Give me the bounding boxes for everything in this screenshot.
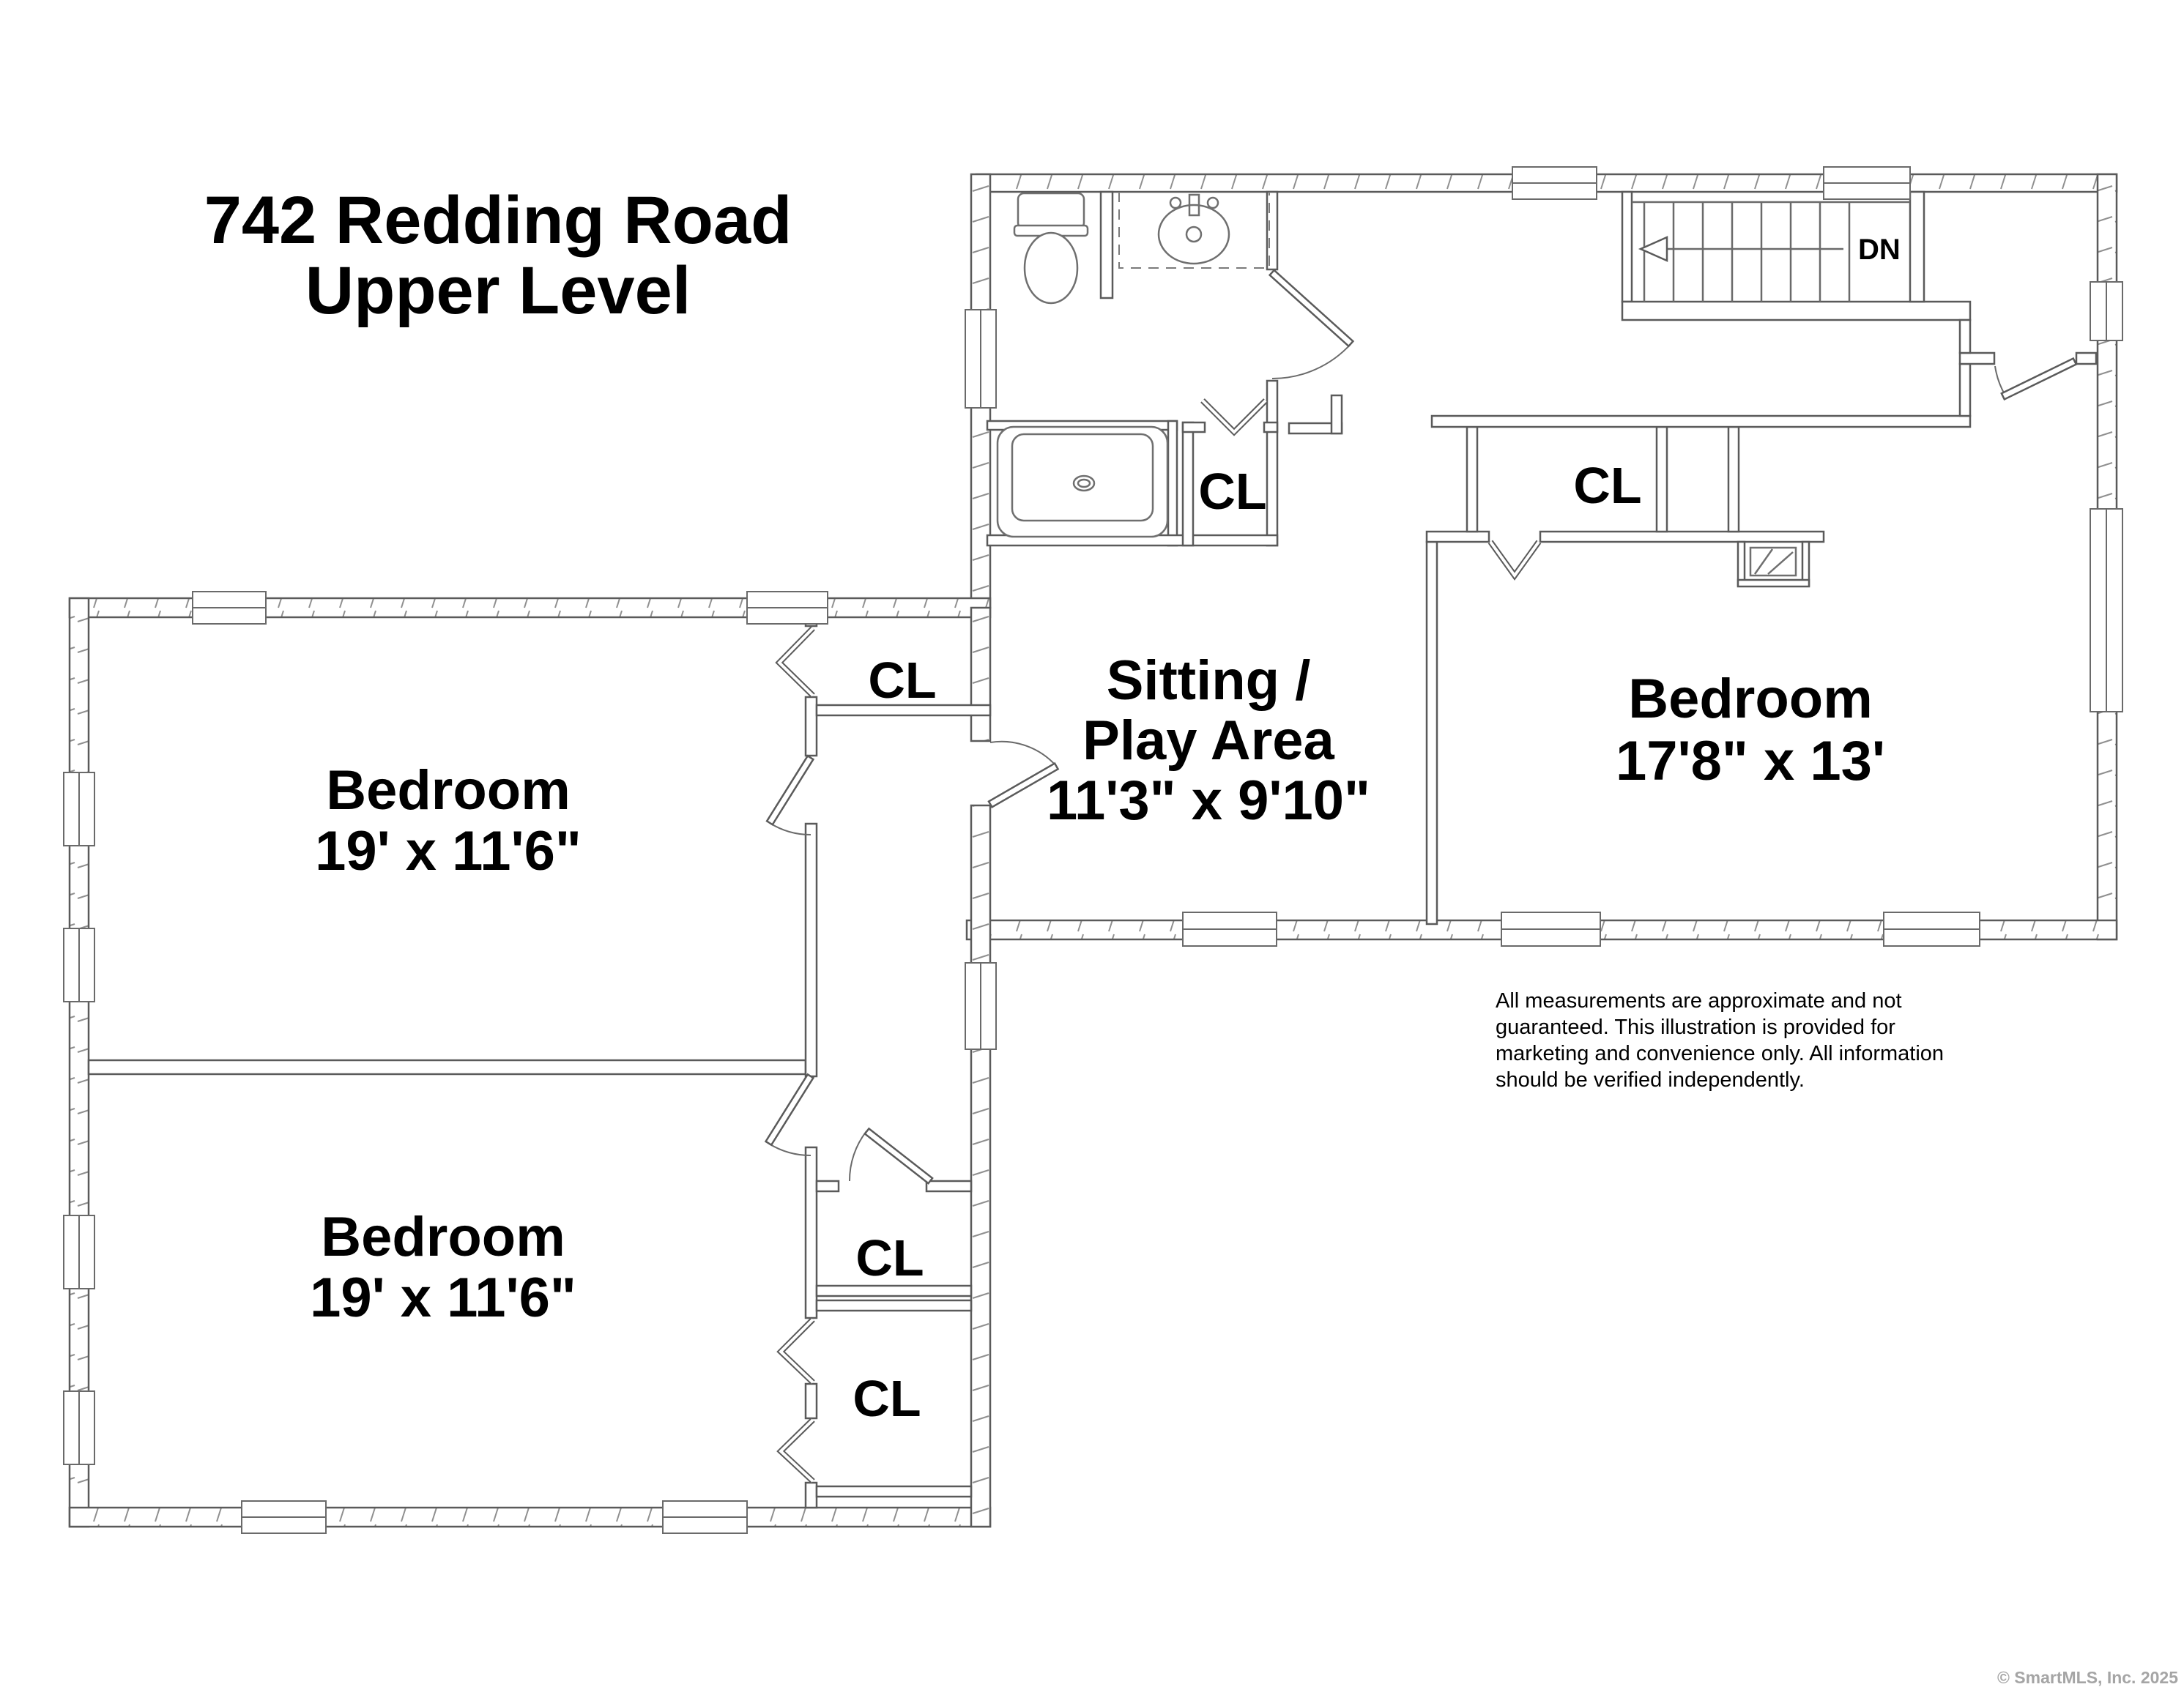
window (63, 772, 95, 846)
room-label-bedroom-right: Bedroom (1628, 668, 1873, 730)
stairs-down-arrow (1638, 236, 1843, 262)
room-dims-bedroom-top-left: 19' x 11'6" (315, 820, 582, 882)
window (1823, 166, 1911, 200)
door-swing (987, 740, 1060, 809)
door-swing (765, 754, 815, 836)
room-dims-bedroom-right: 17'8" x 13' (1616, 730, 1885, 792)
room-label-bedroom-bottom-left: Bedroom (321, 1206, 565, 1268)
window (63, 1215, 95, 1289)
closet-label-bottom: CL (853, 1370, 921, 1427)
window (965, 962, 997, 1050)
watermark: © SmartMLS, Inc. 2025 (1997, 1668, 2178, 1687)
door-swing (764, 1073, 815, 1157)
plan-title-line1: 742 Redding Road (204, 183, 792, 258)
bifold-door (776, 1418, 815, 1483)
bathtub-icon (996, 425, 1169, 538)
closet-label-bath: CL (1198, 463, 1266, 520)
labels: 742 Redding Road Upper Level Bedroom 19'… (204, 183, 2178, 1687)
disclaimer-line1: All measurements are approximate and not (1496, 989, 1902, 1013)
disclaimer-line3: marketing and convenience only. All info… (1496, 1042, 1944, 1065)
door-swing (1268, 269, 1355, 380)
bifold-door (776, 1317, 815, 1385)
room-label-bedroom-top-left: Bedroom (326, 759, 571, 822)
window (662, 1500, 748, 1534)
room-label-sitting-line1: Sitting / (1107, 649, 1311, 712)
bifold-door (775, 626, 815, 698)
door-swing (848, 1127, 934, 1185)
window (746, 591, 828, 625)
closet-label-top-left: CL (868, 652, 936, 709)
fixtures (996, 192, 1910, 588)
window (1501, 912, 1601, 947)
stairs-dn-label: DN (1858, 234, 1901, 266)
window (2090, 508, 2123, 712)
bifold-door (1200, 398, 1268, 436)
window (2090, 281, 2123, 341)
plan-title-line2: Upper Level (305, 253, 691, 328)
closet-label-bedroom-right: CL (1573, 457, 1641, 514)
window (1512, 166, 1597, 200)
disclaimer-line4: should be verified independently. (1496, 1068, 1805, 1092)
doors (764, 269, 2078, 1483)
window (1182, 912, 1277, 947)
room-dims-bedroom-bottom-left: 19' x 11'6" (310, 1267, 576, 1329)
windows (63, 166, 2123, 1534)
window (63, 928, 95, 1002)
window (1883, 912, 1980, 947)
room-label-sitting-line2: Play Area (1082, 710, 1334, 772)
sink-icon (1118, 192, 1270, 269)
chimney (1737, 540, 1810, 588)
room-dims-sitting: 11'3" x 9'10" (1047, 770, 1370, 832)
disclaimer-line2: guaranteed. This illustration is provide… (1496, 1016, 1895, 1039)
bifold-door (1487, 540, 1542, 581)
closet-label-middle: CL (855, 1229, 924, 1286)
window (965, 309, 997, 409)
toilet-icon (1013, 192, 1089, 305)
window (63, 1390, 95, 1465)
window (241, 1500, 327, 1534)
stairs (1632, 201, 1910, 302)
door-swing (1994, 357, 2078, 401)
window (192, 591, 267, 625)
